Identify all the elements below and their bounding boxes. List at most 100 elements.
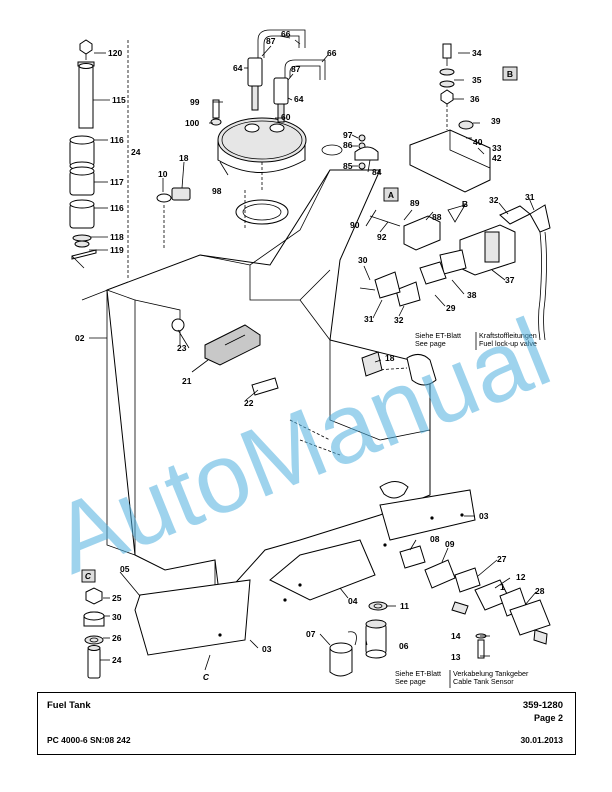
callout-33: 33 [492,143,502,153]
callout-07: 07 [306,629,316,639]
sensor-en-note: Cable Tank Sensor [453,677,514,686]
tank-body [106,169,431,611]
detail-b-view: B [462,199,468,209]
callout-92: 92 [377,232,387,242]
detail-a-marker: A [388,190,394,200]
callout-60: 60 [281,112,291,122]
callout-labels: 120 115 116 117 116 118 119 24 87 66 66 … [75,29,545,665]
callout-99: 99 [190,97,200,107]
callout-08: 08 [430,534,440,544]
callout-90: 90 [350,220,360,230]
callout-87b: 87 [291,64,301,74]
detail-c-view: C [203,672,210,682]
callout-97: 97 [343,130,353,140]
callout-115: 115 [112,95,126,105]
callout-32a: 32 [489,195,499,205]
detail-c-parts [83,587,105,679]
title-block: Fuel Tank 359-1280 Page 2 PC 4000-6 SN:0… [37,692,576,755]
clamp-parts [354,134,379,170]
callout-37: 37 [505,275,515,285]
callout-100: 100 [185,118,199,128]
callout-66a: 66 [281,29,291,39]
bracket-b [409,43,491,193]
callout-12: 12 [516,572,526,582]
callout-84: 84 [372,167,382,177]
drawing-number: 359-1280 [522,700,563,711]
callout-27: 27 [497,554,507,564]
sensor-de-note: Verkabelung Tankgeber [453,669,529,678]
callout-116a: 116 [110,135,124,145]
callout-98: 98 [212,186,222,196]
callout-66b: 66 [327,48,337,58]
detail-markers: A B B C C [81,66,518,682]
model-serial: PC 4000-6 SN:08 242 [47,735,131,745]
callout-42: 42 [492,153,502,163]
lockup-de-note: Kraftstoffleitungen [479,331,537,340]
callout-36: 36 [470,94,480,104]
callout-32b: 32 [394,315,404,325]
callout-10: 10 [158,169,168,179]
sensor-assembly [399,545,551,659]
callout-120: 120 [108,48,122,58]
lockup-valve-assembly [359,204,551,386]
callout-31a: 31 [525,192,535,202]
detail-c-marker: C [85,571,92,581]
callout-05: 05 [120,564,130,574]
left-stack-parts [69,39,129,301]
see-page-note-2: See page [395,677,426,686]
callout-38: 38 [467,290,477,300]
detail-b-marker: B [507,69,513,79]
callout-02: 02 [75,333,85,343]
callout-35: 35 [472,75,482,85]
callout-24a: 24 [131,147,141,157]
et-blatt-note-1: Siehe ET-Blatt [415,331,461,340]
callout-64b: 64 [294,94,304,104]
callout-04: 04 [348,596,358,606]
reference-notes: Siehe ET-Blatt See page Kraftstoffleitun… [395,331,537,688]
callout-85: 85 [343,161,353,171]
callout-29: 29 [446,303,456,313]
callout-25: 25 [112,593,122,603]
callout-30b: 30 [112,612,122,622]
lockup-en-note: Fuel lock-up valve [479,339,537,348]
callout-1: 1 [500,582,505,592]
callout-64a: 64 [233,63,243,73]
callout-31b: 31 [364,314,374,324]
callout-40: 40 [473,137,483,147]
callout-116b: 116 [110,203,124,213]
callout-14: 14 [451,631,461,641]
callout-26: 26 [112,633,122,643]
callout-30: 30 [358,255,368,265]
callout-21: 21 [182,376,192,386]
filler-cap-group [156,29,343,250]
callout-06: 06 [399,641,409,651]
callout-09: 09 [445,539,455,549]
callout-119: 119 [110,245,124,255]
callout-24b: 24 [112,655,122,665]
drawing-title: Fuel Tank [47,700,91,711]
callout-89: 89 [410,198,420,208]
callout-23: 23 [177,343,187,353]
callout-86: 86 [343,140,353,150]
leader-lines [89,35,537,661]
see-page-note-1: See page [415,339,446,348]
callout-18b: 18 [385,353,395,363]
callout-13: 13 [451,652,461,662]
cap-strainer-parts [329,601,388,677]
et-blatt-note-2: Siehe ET-Blatt [395,669,441,678]
drawing-date: 30.01.2013 [520,735,563,745]
base-plates [134,481,476,671]
callout-03b: 03 [262,644,272,654]
callout-03a: 03 [479,511,489,521]
callout-22: 22 [244,398,254,408]
callout-117: 117 [110,177,124,187]
callout-118: 118 [110,232,124,242]
callout-88: 88 [432,212,442,222]
callout-34: 34 [472,48,482,58]
callout-28: 28 [535,586,545,596]
callout-18a: 18 [179,153,189,163]
callout-11: 11 [400,601,409,611]
callout-39: 39 [491,116,501,126]
page-number: Page 2 [533,713,563,723]
